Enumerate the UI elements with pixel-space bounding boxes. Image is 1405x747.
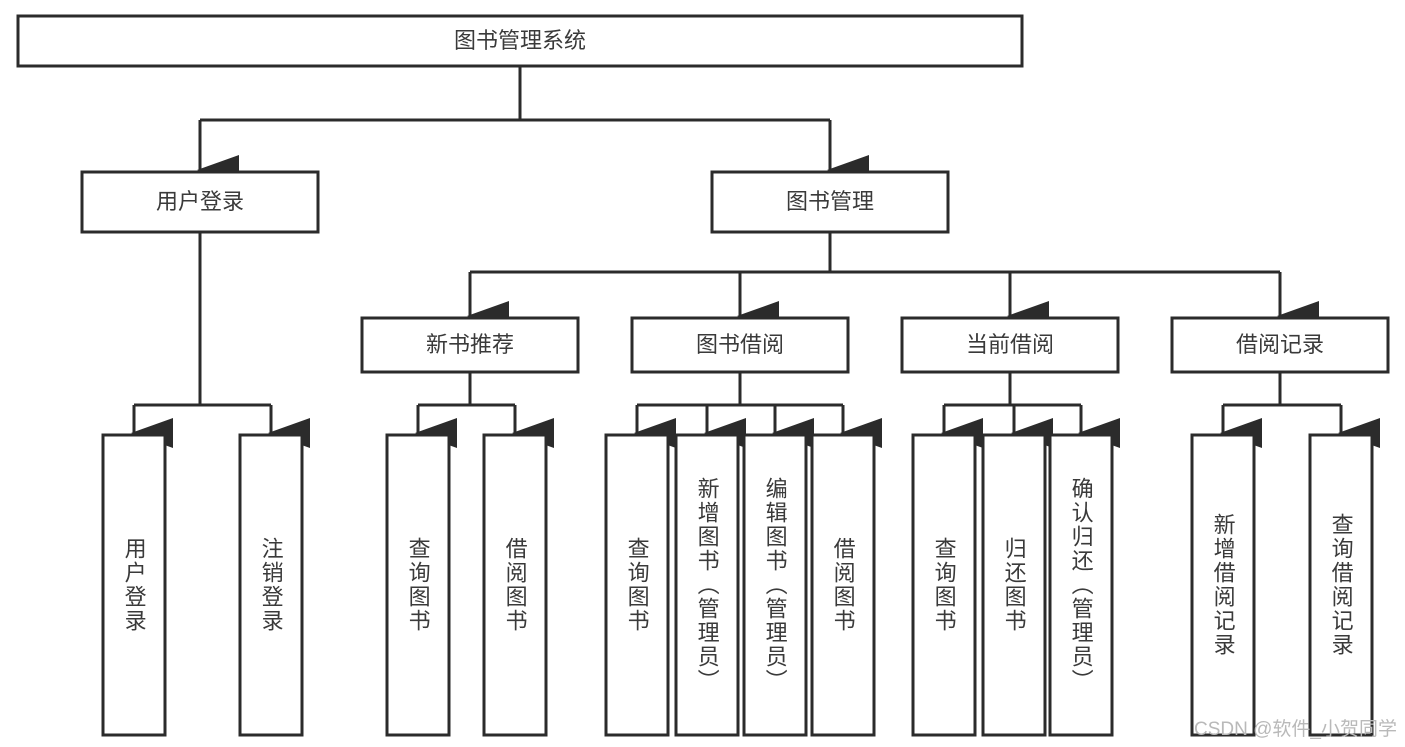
node-root[interactable] [16, 14, 1024, 68]
node-leaf-1[interactable] [238, 433, 304, 737]
node-level3-2[interactable] [900, 316, 1120, 374]
node-leaf-11[interactable] [1190, 433, 1256, 737]
node-leaf-12[interactable] [1308, 433, 1374, 737]
node-leaf-8[interactable] [911, 433, 977, 737]
node-level3-3[interactable] [1170, 316, 1390, 374]
node-leaf-3[interactable] [482, 433, 548, 737]
node-leaf-6[interactable] [742, 433, 808, 737]
node-leaf-2[interactable] [385, 433, 451, 737]
node-leaf-9[interactable] [981, 433, 1047, 737]
node-level2-0[interactable] [80, 170, 320, 234]
node-leaf-7[interactable] [810, 433, 876, 737]
node-level2-label-1: 图书管理 [786, 189, 874, 214]
node-level3-label-0: 新书推荐 [426, 332, 514, 357]
node-leaf-10[interactable] [1048, 433, 1114, 737]
boxes-layer [16, 14, 1390, 737]
node-leaf-0[interactable] [101, 433, 167, 737]
connectors-layer [131, 66, 1380, 448]
node-level2-1[interactable] [710, 170, 950, 234]
node-level3-1[interactable] [630, 316, 850, 374]
node-level3-label-3: 借阅记录 [1236, 332, 1324, 357]
node-level3-label-2: 当前借阅 [966, 332, 1054, 357]
node-level2-label-0: 用户登录 [156, 189, 244, 214]
node-level3-label-1: 图书借阅 [696, 332, 784, 357]
node-leaf-5[interactable] [674, 433, 740, 737]
csdn-watermark: CSDN @软件_小贺同学 [1194, 719, 1397, 740]
node-root-label: 图书管理系统 [454, 28, 586, 53]
node-leaf-4[interactable] [604, 433, 670, 737]
node-level3-0[interactable] [360, 316, 580, 374]
